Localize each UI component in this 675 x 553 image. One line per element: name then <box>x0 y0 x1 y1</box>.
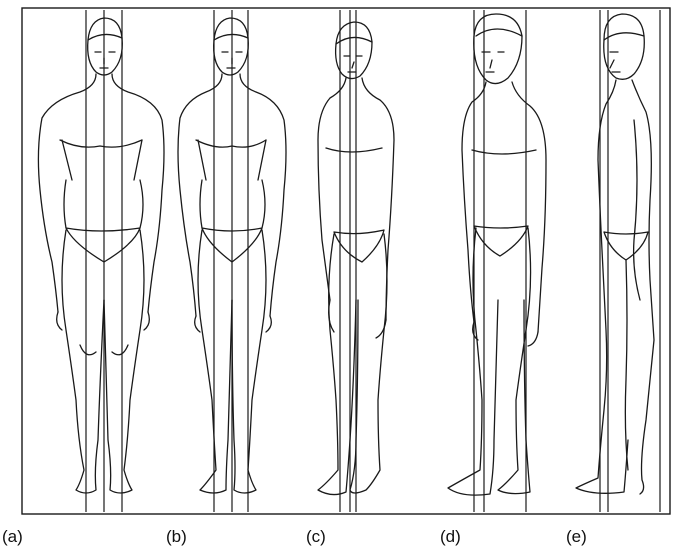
panel-label-e: (e) <box>566 527 587 547</box>
figure-frame <box>22 8 670 514</box>
near-profile-figure <box>448 14 546 495</box>
front-view-figure <box>38 18 164 493</box>
panel-label-b: (b) <box>166 527 187 547</box>
plumb-lines <box>86 10 660 512</box>
profile-figure <box>576 14 654 494</box>
panel-label-d: (d) <box>440 527 461 547</box>
panel-label-c: (c) <box>306 527 326 547</box>
panel-label-a: (a) <box>2 527 23 547</box>
